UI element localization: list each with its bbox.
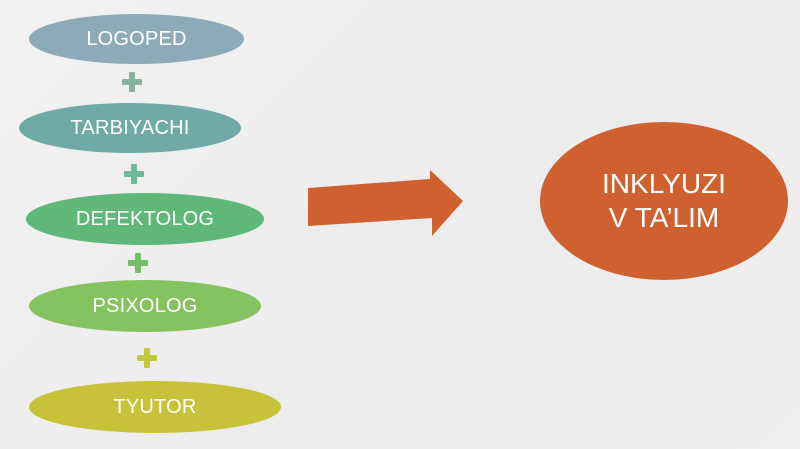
logoped-node: LOGOPED [29,14,244,64]
psixolog-label: PSIXOLOG [92,294,198,317]
right-arrow-icon [308,170,463,236]
result-line-1: INKLYUZI [602,168,726,199]
tarbiyachi-node: TARBIYACHI [19,103,241,153]
logoped-label: LOGOPED [86,27,187,50]
result-line-2: V TA’LIM [608,202,720,233]
plus-icon-2 [124,164,144,184]
tarbiyachi-label: TARBIYACHI [70,116,190,139]
defektolog-node: DEFEKTOLOG [26,193,264,245]
plus-icon-3 [128,253,148,273]
plus-icon-4 [137,348,157,368]
tyutor-label: TYUTOR [113,395,197,418]
tyutor-node: TYUTOR [29,381,281,433]
psixolog-node: PSIXOLOG [29,280,261,332]
inclusive-education-node: INKLYUZI V TA’LIM [540,122,788,280]
defektolog-label: DEFEKTOLOG [75,207,215,230]
plus-icon-1 [122,72,142,92]
